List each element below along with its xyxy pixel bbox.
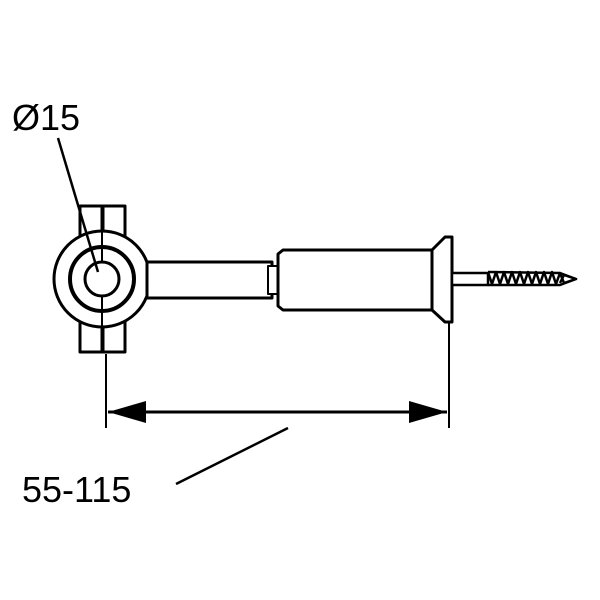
diameter-callout: Ø15 (12, 97, 100, 273)
length-label: 55-115 (22, 469, 131, 510)
screw-core (487, 270, 578, 287)
wood-screw (450, 270, 578, 287)
length-leader-line (175, 426, 289, 486)
screw-shank (450, 271, 490, 287)
sleeve-flange (430, 235, 454, 324)
sleeve-body (276, 248, 434, 312)
diameter-label: Ø15 (12, 97, 80, 138)
pipe-bore (83, 260, 121, 298)
dimension-arrow-right (409, 401, 447, 423)
rod-shaft (145, 260, 274, 300)
length-dimension (105, 322, 450, 486)
extension-rod (145, 235, 454, 324)
diameter-leader-line (56, 137, 100, 273)
pipe-clamp (52, 204, 152, 354)
dimension-arrow-left (108, 401, 146, 423)
